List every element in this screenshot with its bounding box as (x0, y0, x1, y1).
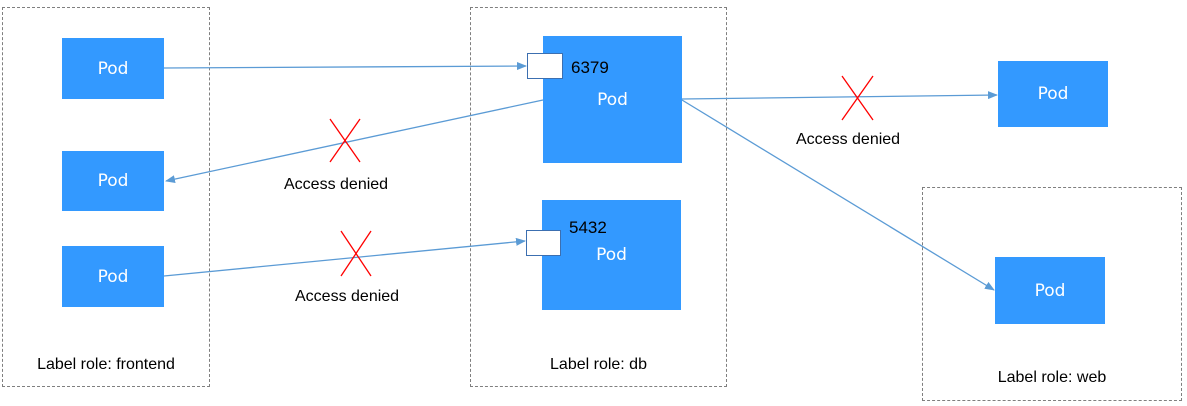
port-box-5432 (526, 230, 561, 256)
port-number-6379: 6379 (571, 58, 609, 77)
deny-cross-icon (841, 75, 874, 121)
pod-label: Pod (97, 58, 129, 79)
pod-label: Pod (596, 245, 627, 265)
pod-frontend-3: Pod (62, 246, 164, 307)
pod-label: Pod (97, 171, 129, 191)
pod-frontend-2: Pod (62, 151, 164, 211)
access-denied-label: Access denied (284, 176, 389, 193)
pod-db-1: Pod (543, 36, 682, 163)
group-frontend: Label role: frontend (2, 7, 210, 387)
deny-cross-icon (329, 118, 361, 163)
pod-web-1: Pod (995, 257, 1105, 324)
group-label-web: Label role: web (997, 369, 1107, 386)
deny-cross-icon (340, 230, 372, 277)
access-denied-label: Access denied (796, 131, 901, 148)
arrow-db-to-web (681, 99, 995, 291)
group-web: Label role: web (922, 187, 1182, 401)
arrow-db-to-external (681, 91, 998, 100)
pod-label: Pod (1034, 280, 1066, 301)
group-db: Label role: db (470, 7, 727, 387)
port-number-5432: 5432 (569, 218, 607, 237)
pod-frontend-1: Pod (62, 38, 164, 99)
pod-label: Pod (97, 266, 129, 287)
group-label-frontend: Label role: frontend (37, 356, 175, 373)
arrow-frontend1-to-db-6379 (163, 62, 527, 71)
arrow-frontend3-to-db-5432 (163, 237, 526, 277)
group-label-db: Label role: db (550, 356, 647, 373)
port-box-6379 (527, 53, 563, 79)
arrow-db-to-frontend2 (165, 99, 544, 184)
access-denied-label: Access denied (295, 288, 400, 305)
pod-external: Pod (998, 61, 1108, 127)
pod-label: Pod (597, 90, 628, 110)
pod-label: Pod (1037, 84, 1069, 104)
pod-db-2: Pod (542, 200, 681, 310)
